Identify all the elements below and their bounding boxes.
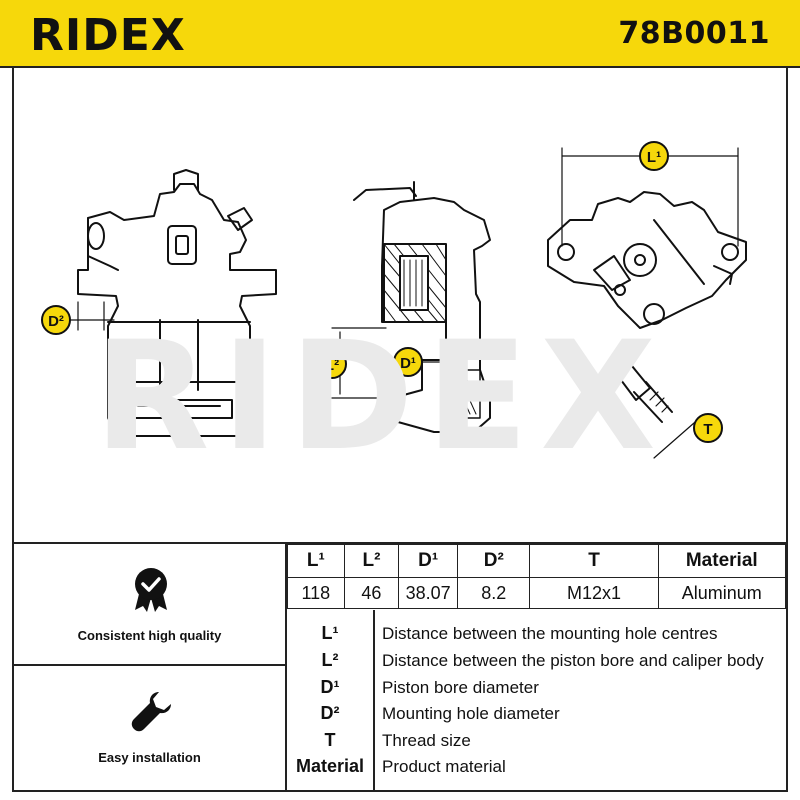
caliper-front-view — [77, 169, 277, 437]
legend-row: L² Distance between the piston bore and … — [287, 647, 786, 673]
d2-dimension — [41, 301, 115, 335]
legend-symbol: D¹ — [320, 677, 340, 697]
legend-description: Distance between the piston bore and cal… — [382, 651, 764, 670]
spec-value-material: Aluminum — [657, 577, 787, 609]
wrench-icon — [131, 692, 171, 732]
spec-header-d2: D² — [457, 544, 531, 578]
callout-l1: L¹ — [647, 149, 661, 166]
legend-description: Product material — [382, 757, 506, 776]
spec-value-l1: 118 — [287, 577, 345, 609]
legend-symbol: L² — [321, 650, 339, 670]
spec-legend: L¹ Distance between the mounting hole ce… — [287, 610, 786, 792]
caliper-rear-view — [547, 191, 747, 329]
l2-d1-dimensions — [317, 327, 447, 399]
header-bar: RIDEX 78B0011 — [0, 0, 800, 68]
spec-header-row: L¹ L² D¹ D² T Material — [287, 544, 787, 578]
spec-header-t: T — [529, 544, 659, 578]
spec-value-t: M12x1 — [529, 577, 659, 609]
legend-row: T Thread size — [287, 727, 786, 753]
legend-row: L¹ Distance between the mounting hole ce… — [287, 620, 786, 646]
caliper-section-view — [353, 181, 491, 433]
quality-badge-icon — [135, 568, 167, 612]
legend-symbol: D² — [320, 703, 340, 723]
spec-header-l2: L² — [343, 544, 400, 578]
legend-row: Material Product material — [287, 753, 786, 779]
feature-quality-label: Consistent high quality — [77, 628, 222, 643]
callout-t: T — [703, 421, 712, 438]
watermark: RIDEX — [94, 310, 668, 484]
info-section: Consistent high quality Easy installatio… — [14, 542, 787, 792]
svg-text:RIDEX: RIDEX — [30, 10, 186, 58]
legend-symbol: Material — [295, 756, 365, 776]
legend-divider — [373, 610, 375, 792]
feature-quality: Consistent high quality — [14, 544, 287, 666]
legend-description: Distance between the mounting hole centr… — [382, 624, 718, 643]
feature-installation-label: Easy installation — [98, 750, 201, 765]
bolt-thread-detail — [609, 365, 723, 459]
callout-l2: L² — [325, 357, 339, 374]
spec-value-d2: 8.2 — [457, 577, 531, 609]
spec-header-l1: L¹ — [287, 544, 345, 578]
spec-value-row: 118 46 38.07 8.2 M12x1 Aluminum — [287, 577, 787, 609]
l1-dimension — [561, 141, 739, 247]
legend-description: Thread size — [382, 731, 471, 750]
content-frame — [12, 68, 788, 792]
legend-description: Piston bore diameter — [382, 678, 539, 697]
spec-value-l2: 46 — [343, 577, 400, 609]
part-number: 78B0011 — [618, 16, 770, 51]
technical-drawing: RIDEX — [14, 70, 786, 542]
spec-header-d1: D¹ — [398, 544, 459, 578]
legend-symbol: L¹ — [321, 623, 339, 643]
legend-row: D² Mounting hole diameter — [287, 700, 786, 726]
feature-installation: Easy installation — [14, 666, 287, 792]
legend-description: Mounting hole diameter — [382, 704, 560, 723]
callout-d1: D¹ — [400, 355, 416, 372]
caliper-drawings: D² L² D¹ L¹ T — [41, 141, 747, 459]
legend-row: D¹ Piston bore diameter — [287, 674, 786, 700]
spec-value-d1: 38.07 — [398, 577, 459, 609]
spec-header-material: Material — [657, 544, 787, 578]
legend-symbol: T — [324, 730, 336, 750]
callout-d2: D² — [48, 313, 64, 330]
spec-table: L¹ L² D¹ D² T Material 118 46 38.07 8.2 … — [287, 544, 787, 609]
ridex-logo: RIDEX — [30, 10, 186, 58]
